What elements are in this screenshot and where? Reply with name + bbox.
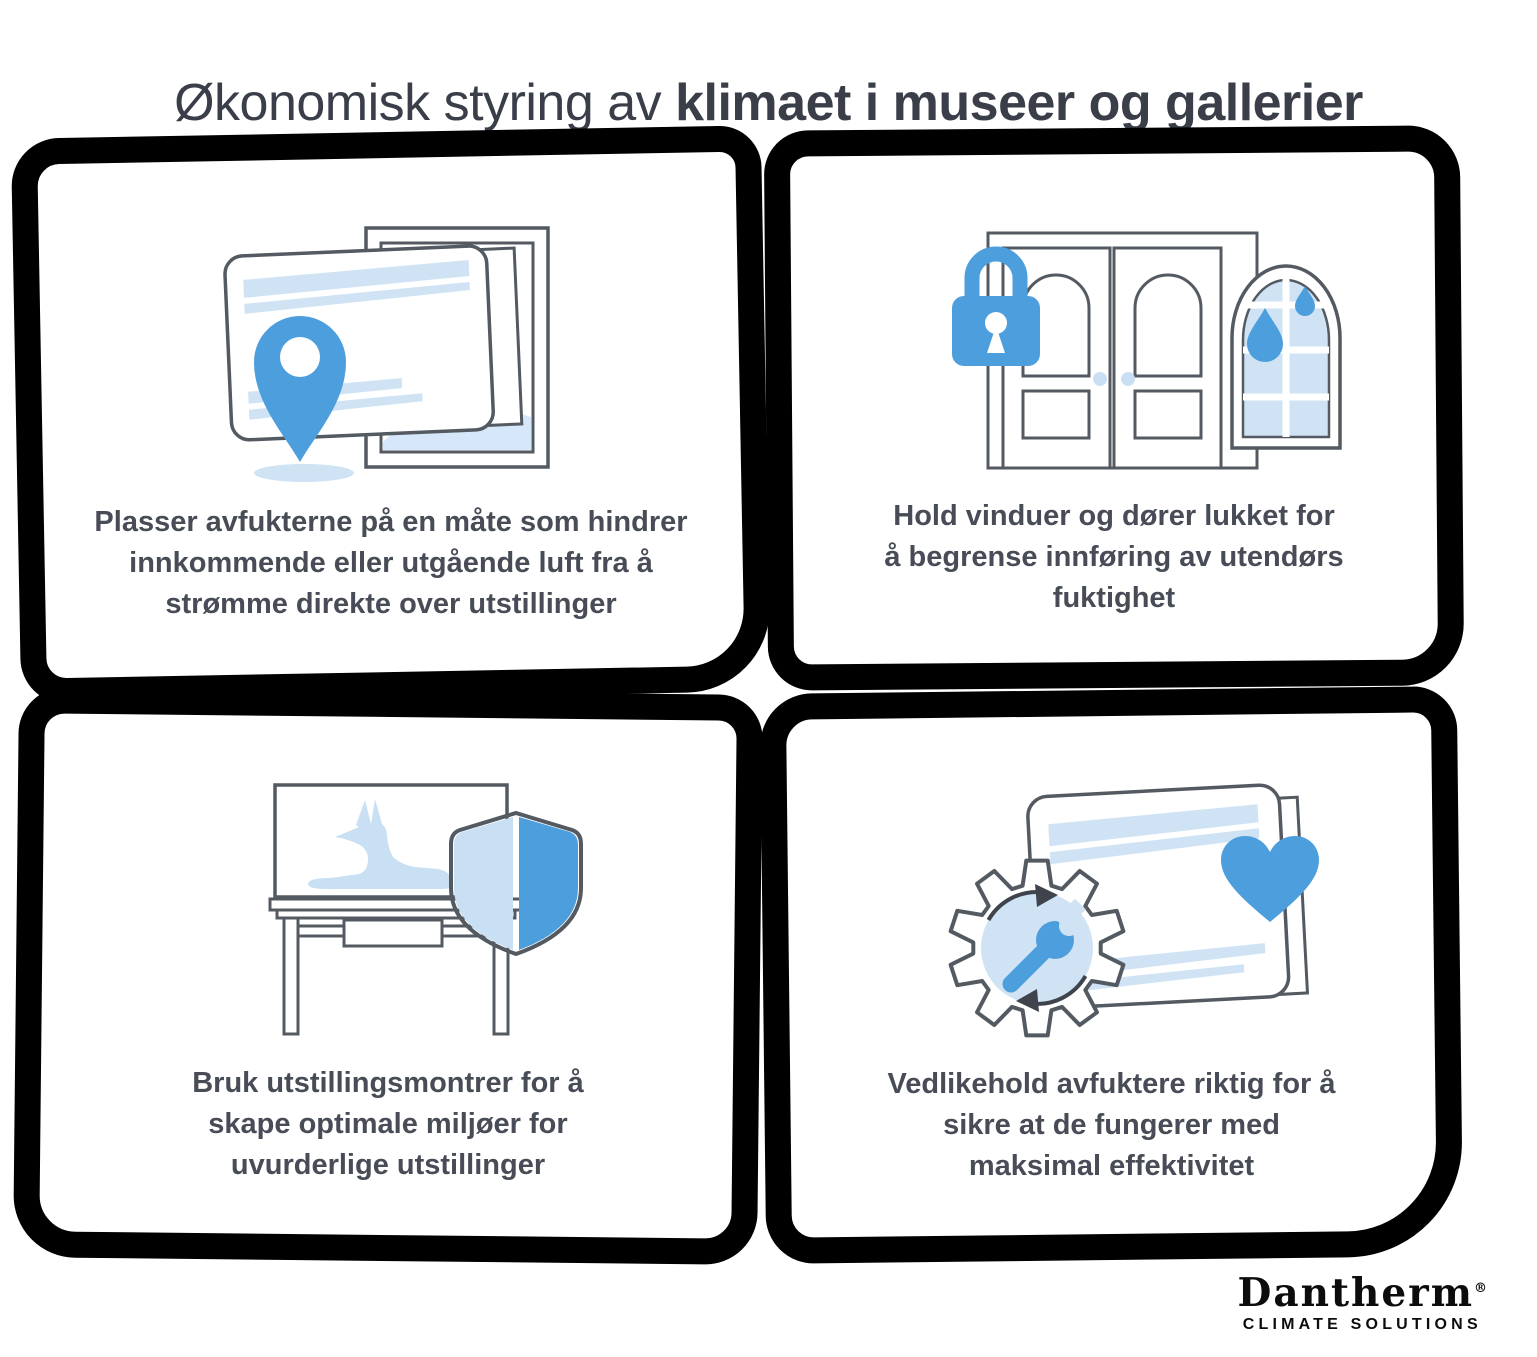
wrench-icon [1002,898,1086,993]
gear-wrench-dehumidifier-heart-icon [948,783,1319,1038]
heart-icon [1221,836,1319,922]
door-knob [1121,372,1135,386]
logo-brand-text: Dantherm [1237,1270,1474,1316]
panel-doors-windows: Hold vinduer og dører lukket for å begre… [763,125,1465,691]
location-pin-icon [254,315,346,462]
gear-icon [948,858,1126,1038]
shield-icon [449,810,583,957]
panel-display-cases: Bruk utstillingsmontrer for å skape opti… [13,687,763,1265]
panel-caption: Bruk utstillingsmontrer for å skape opti… [192,1067,584,1182]
panel-caption: Vedlikehold avfuktere riktig for å sikre… [887,1068,1336,1183]
door-knob [1093,372,1107,386]
registered-mark: ® [1474,1281,1487,1296]
dantherm-logo: Dantherm® CLIMATE SOLUTIONS [1238,1274,1487,1334]
page-title: Økonomisk styring av klimaet i museer og… [0,73,1537,133]
page-title-light: Økonomisk styring av [174,73,676,132]
dog-figurine [308,799,453,890]
pin-shadow [254,464,354,482]
logo-brand: Dantherm® [1238,1274,1487,1313]
page-title-bold: klimaet i museer og gallerier [675,73,1363,132]
padlock-icon [952,246,1040,366]
logo-tagline: CLIMATE SOLUTIONS [1242,1316,1482,1333]
window-icon [1230,264,1342,450]
water-drops-icon [1247,286,1315,362]
display-case-dog-shield-icon [268,783,583,1036]
panel-placement: Plasser avfukterne på en måte som hindre… [10,125,772,705]
panel-maintenance: Vedlikehold avfuktere riktig for å sikre… [759,686,1464,1264]
panel-caption: Hold vinduer og dører lukket for å begre… [884,500,1344,615]
panel-caption: Plasser avfukterne på en måte som hindre… [94,506,688,621]
cycle-arrows-icon [986,884,1088,1012]
dehumidifier-location-pin-frame-icon [223,226,550,482]
locked-doors-window-drops-icon [952,231,1342,470]
